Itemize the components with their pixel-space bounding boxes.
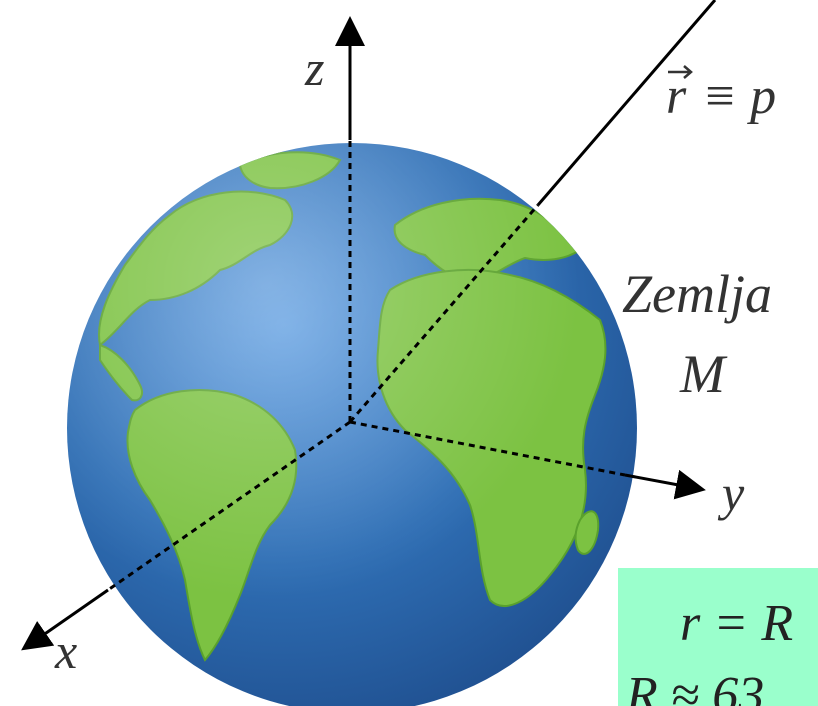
y-axis-dashed: [349, 420, 626, 477]
axes-solid: [21, 0, 717, 651]
r-vector-label: r ≡ p: [666, 65, 776, 125]
r-vector-dashed: [348, 204, 540, 423]
earth-globe-icon: [67, 143, 637, 706]
info-box-line-2: R ≈ 63: [625, 667, 764, 706]
r-vector-line: [536, 0, 717, 206]
body-mass-label: M: [679, 344, 728, 404]
axes-dashed: [107, 140, 626, 592]
x-axis-label: x: [54, 623, 77, 679]
vector-arrow-icon: [668, 65, 693, 79]
y-axis: [624, 469, 706, 500]
globe-shine: [67, 143, 637, 706]
info-box-background: [618, 568, 818, 706]
x-axis-dashed: [107, 420, 351, 592]
info-box-line-1: r = R: [680, 595, 793, 652]
info-box: r = R R ≈ 63: [618, 568, 818, 706]
y-axis-label: y: [717, 465, 745, 521]
r-equivalence-text: ≡ p: [702, 68, 776, 125]
body-name-label: Zemlja: [622, 264, 772, 324]
z-axis-label: z: [304, 40, 324, 96]
x-axis: [21, 588, 109, 651]
r-symbol: r: [666, 68, 687, 125]
